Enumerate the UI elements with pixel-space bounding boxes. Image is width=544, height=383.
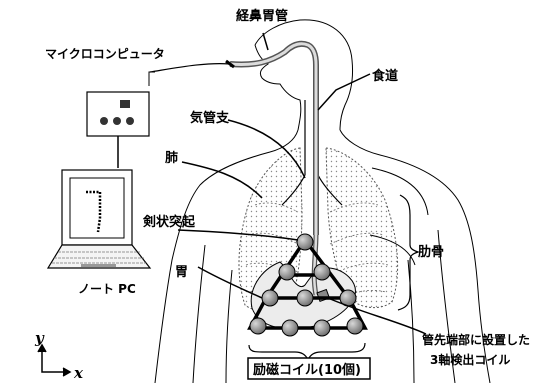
coil-3 (314, 264, 330, 280)
label-microcomputer: マイクロコンピュータ (45, 47, 165, 61)
coil-4 (262, 290, 278, 306)
label-stomach: 胃 (175, 265, 188, 280)
coil-7 (282, 320, 298, 336)
label-sensor-line1: 管先端部に設置した (422, 332, 530, 347)
coil-1 (297, 234, 313, 250)
label-nasogastric-tube: 経鼻胃管 (236, 8, 288, 24)
coil-8 (314, 320, 330, 336)
label-note-pc: ノート PC (78, 282, 136, 296)
left-torso (226, 270, 232, 383)
label-excitation-coils: 励磁コイル(10個) (253, 362, 361, 378)
axis-label-y: y (34, 329, 45, 347)
axis-label-x: x (73, 364, 84, 382)
left-arm-inner (193, 245, 205, 383)
coil-10 (297, 290, 313, 306)
label-bronchus: 気管支 (190, 110, 230, 126)
right-torso (408, 260, 414, 383)
neck-right (340, 130, 380, 155)
label-sensor-line2: 3軸検出コイル (430, 352, 510, 367)
label-esophagus: 食道 (372, 68, 398, 84)
xy-axes (38, 345, 70, 376)
label-xiphoid: 剣状突起 (142, 214, 196, 230)
coil-6 (250, 318, 266, 334)
coil-9 (347, 318, 363, 334)
laptop-icon (48, 170, 150, 268)
coil-2 (279, 264, 295, 280)
label-lung: 肺 (165, 150, 178, 166)
head-profile (255, 20, 353, 130)
label-rib: 肋骨 (418, 245, 444, 260)
microcomputer-box (87, 72, 155, 168)
